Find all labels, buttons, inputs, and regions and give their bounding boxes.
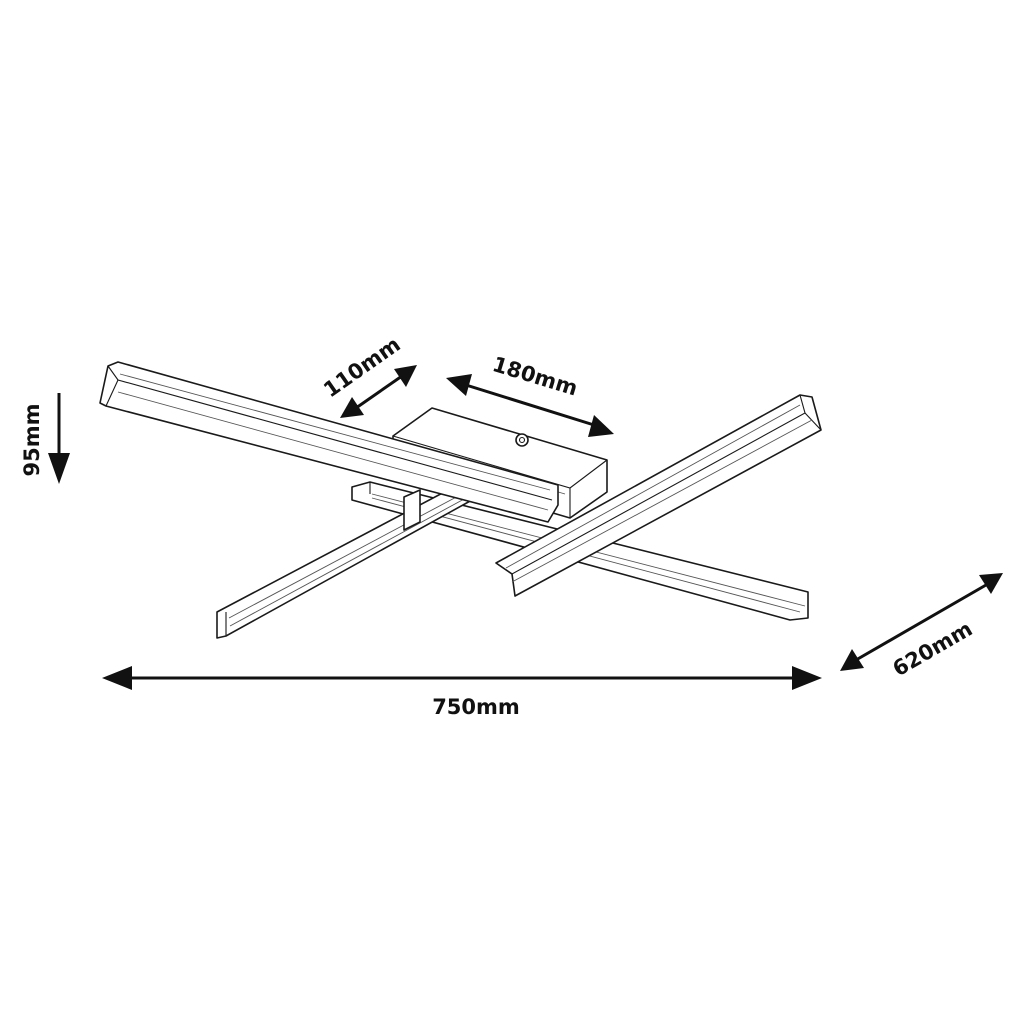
depth-label: 620mm [889,617,977,682]
width-label: 750mm [432,695,520,719]
arrow-down-icon [48,453,70,484]
depth-dimension: 620mm [840,573,1003,681]
canopy-length-label: 180mm [490,352,581,401]
canopy-width-label: 110mm [319,332,405,402]
arrow-head-icon [340,397,364,418]
arrow-head-icon [588,415,614,437]
lower-bar-left [216,483,473,639]
canopy-width-dimension: 110mm [319,332,417,418]
arrow-head-icon [394,365,417,387]
arrow-right-icon [792,666,822,690]
width-dimension: 750mm [102,666,822,719]
upper-bar-left [99,361,559,523]
arrow-head-icon [446,374,472,396]
arrow-head-icon [840,649,864,671]
height-dimension: 95mm [20,393,70,484]
ceiling-lamp-drawing [99,361,822,639]
height-label: 95mm [20,404,44,477]
arrow-head-icon [979,573,1003,594]
upper-bar-right [495,394,822,597]
screw-icon [515,433,529,447]
arrow-left-icon [102,666,132,690]
